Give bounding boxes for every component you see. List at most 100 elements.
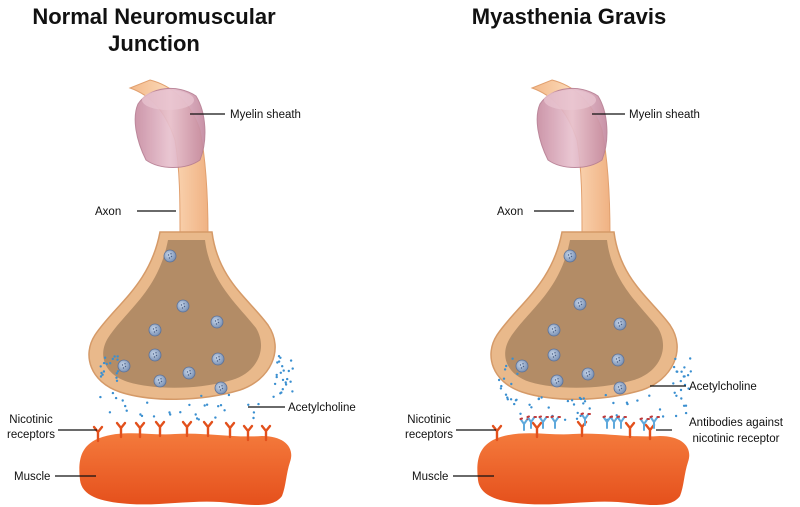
acetylcholine-dot xyxy=(111,391,115,395)
acetylcholine-dot xyxy=(103,356,107,359)
acetylcholine-dot xyxy=(277,355,281,358)
acetylcholine-dot xyxy=(686,374,690,377)
acetylcholine-dot xyxy=(102,370,106,373)
acetylcholine-dot xyxy=(547,406,550,409)
nerve-terminal xyxy=(88,79,276,401)
acetylcholine-dot xyxy=(503,368,507,371)
acetylcholine-dot xyxy=(272,395,275,398)
acetylcholine-dot xyxy=(506,396,509,399)
acetylcholine-dot xyxy=(672,365,676,369)
acetylcholine-dot xyxy=(116,370,120,373)
acetylcholine-dot xyxy=(291,367,294,370)
acetylcholine-dot xyxy=(139,413,142,416)
acetylcholine-dot xyxy=(499,387,503,390)
acetylcholine-dot xyxy=(114,396,118,400)
acetylcholine-dot xyxy=(576,411,579,415)
receptor xyxy=(624,421,636,439)
label-myelin-sheath: Myelin sheath xyxy=(629,109,700,121)
acetylcholine-dot xyxy=(673,391,676,394)
acetylcholine-dot xyxy=(683,375,686,378)
acetylcholine-dot xyxy=(516,372,519,375)
vesicle xyxy=(547,348,561,362)
panel-title: Myasthenia Gravis xyxy=(472,4,666,29)
acetylcholine-dot xyxy=(116,355,119,358)
acetylcholine-dot xyxy=(100,371,103,375)
vesicle xyxy=(563,249,577,263)
label-muscle: Muscle xyxy=(412,471,448,483)
vesicle xyxy=(148,323,162,337)
muscle xyxy=(79,433,292,505)
acetylcholine-dot xyxy=(291,390,294,393)
acetylcholine-dot xyxy=(604,393,607,397)
label-antibodies-line-2: nicotinic receptor xyxy=(693,433,780,445)
vesicle xyxy=(211,352,225,366)
acetylcholine-dot xyxy=(575,417,579,420)
vesicle xyxy=(573,297,587,311)
muscle xyxy=(477,433,690,505)
acetylcholine-dot xyxy=(281,365,284,368)
acetylcholine-dot xyxy=(682,404,686,407)
label-axon: Axon xyxy=(497,206,523,218)
receptor xyxy=(224,421,236,439)
acetylcholine-dot xyxy=(146,401,149,404)
acetylcholine-dot xyxy=(680,397,683,400)
acetylcholine-dot xyxy=(102,361,106,365)
acetylcholine-dot xyxy=(108,411,112,414)
acetylcholine-dot xyxy=(582,397,585,400)
vesicle xyxy=(176,299,190,313)
vesicle xyxy=(153,374,167,388)
acetylcholine-dot xyxy=(277,360,281,363)
acetylcholine-dot xyxy=(115,379,119,382)
label-nicotinic-receptors-line-2: receptors xyxy=(405,429,453,441)
acetylcholine-dot xyxy=(511,357,514,360)
acetylcholine-dot xyxy=(124,404,127,408)
acetylcholine-dot xyxy=(509,398,513,401)
vesicle xyxy=(613,381,627,395)
acetylcholine-dot xyxy=(583,400,587,403)
acetylcholine-dot xyxy=(588,407,591,410)
acetylcholine-dot xyxy=(188,403,191,407)
acetylcholine-dot xyxy=(563,418,567,421)
acetylcholine-dot xyxy=(648,394,651,397)
acetylcholine-dots xyxy=(99,355,294,421)
acetylcholine-dot xyxy=(115,376,118,379)
acetylcholine-dot xyxy=(504,393,508,396)
acetylcholine-dot xyxy=(252,411,256,414)
acetylcholine-dot xyxy=(116,358,119,361)
label-acetylcholine: Acetylcholine xyxy=(288,402,356,414)
acetylcholine-dot xyxy=(101,373,104,376)
vesicle xyxy=(214,381,228,395)
acetylcholine-dot xyxy=(99,365,102,368)
label-myelin-sheath: Myelin sheath xyxy=(230,109,301,121)
acetylcholine-dot xyxy=(281,388,284,391)
panel-title-line-2: Junction xyxy=(108,31,200,56)
acetylcholine-dot xyxy=(615,414,618,417)
antibodies xyxy=(519,412,660,431)
acetylcholine-dot xyxy=(672,382,675,385)
vesicle xyxy=(163,249,177,263)
acetylcholine-dot xyxy=(540,396,543,399)
acetylcholine-dot xyxy=(636,399,639,402)
acetylcholine-dot xyxy=(273,382,277,386)
acetylcholine-dot xyxy=(572,403,576,406)
acetylcholine-dot xyxy=(505,364,508,368)
acetylcholine-dot xyxy=(289,359,293,362)
acetylcholine-dot xyxy=(169,413,172,416)
acetylcholine-dot xyxy=(121,399,124,402)
acetylcholine-dot xyxy=(140,414,144,418)
acetylcholine-dot xyxy=(675,394,678,397)
antibody xyxy=(616,415,627,429)
acetylcholine-dot xyxy=(287,369,290,373)
acetylcholine-dot xyxy=(510,382,513,386)
acetylcholine-dot xyxy=(257,402,260,406)
vesicle xyxy=(117,359,131,373)
acetylcholine-dot xyxy=(279,356,282,359)
acetylcholine-dot xyxy=(279,371,282,374)
vesicle xyxy=(611,353,625,367)
acetylcholine-dot xyxy=(570,399,574,402)
vesicle xyxy=(182,366,196,380)
acetylcholine-dot xyxy=(275,375,278,379)
acetylcholine-dot xyxy=(674,414,678,418)
myelin-sheath xyxy=(134,87,206,168)
acetylcholine-dot xyxy=(661,415,665,418)
